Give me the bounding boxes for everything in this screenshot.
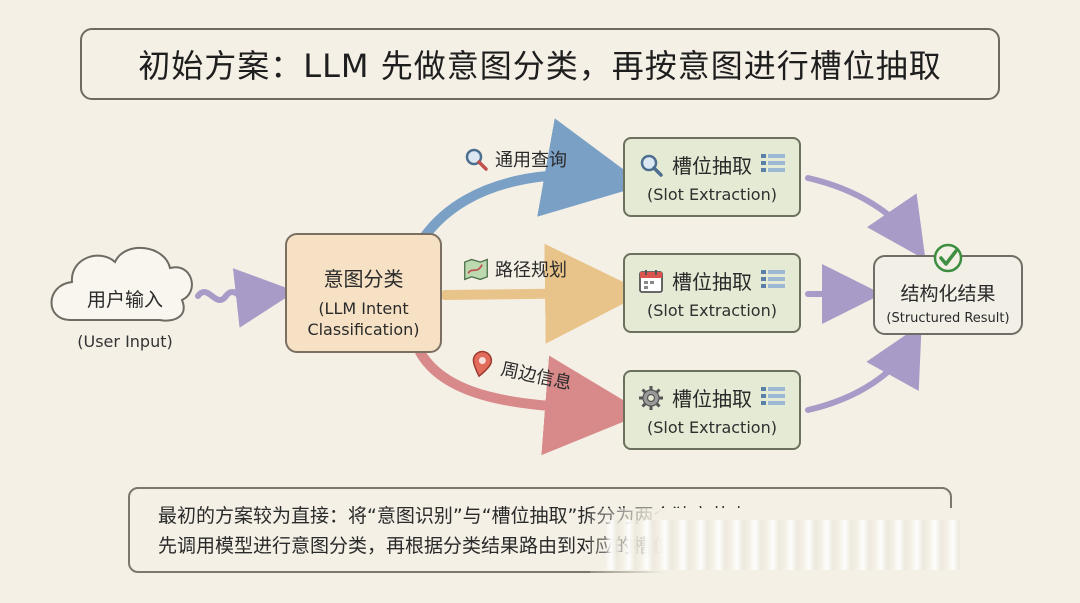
route-label-nearby: 周边信息 <box>467 348 574 395</box>
slot-label-2: 槽位抽取 <box>672 270 752 294</box>
search-icon <box>463 146 489 172</box>
route-text-general: 通用查询 <box>495 150 567 171</box>
calendar-icon <box>638 268 664 294</box>
list-icon <box>760 385 786 411</box>
map-icon <box>463 256 489 282</box>
list-icon <box>760 268 786 294</box>
input-sublabel: (User Input) <box>77 332 173 351</box>
search-icon <box>638 152 664 178</box>
slot-extraction-node-1: 槽位抽取 (Slot Extraction) <box>623 137 801 217</box>
gear-icon <box>638 385 664 411</box>
list-icon <box>760 152 786 178</box>
route-arrow-path <box>440 243 645 344</box>
intent-sub-line1: (LLM Intent <box>318 299 409 318</box>
input-to-intent-arrow <box>195 268 296 328</box>
result-sublabel: (Structured Result) <box>886 311 1010 326</box>
slot-sublabel-2: (Slot Extraction) <box>647 301 777 320</box>
slot-extraction-node-2: 槽位抽取 (Slot Extraction) <box>623 253 801 333</box>
fade-texture <box>605 520 960 570</box>
cloud-icon <box>50 246 193 322</box>
route-arrow-general <box>420 118 645 241</box>
diagram-title: 初始方案：LLM 先做意图分类，再按意图进行槽位抽取 <box>138 47 942 85</box>
intent-sub-line2: Classification) <box>307 320 420 339</box>
structured-result-node: 结构化结果 (Structured Result) <box>873 243 1023 335</box>
route-label-general: 通用查询 <box>463 146 567 172</box>
location-pin-icon <box>467 348 498 379</box>
result-label: 结构化结果 <box>900 283 996 305</box>
slot-to-result-arrow-1 <box>805 175 926 260</box>
slot-label-1: 槽位抽取 <box>672 154 752 178</box>
title-banner: 初始方案：LLM 先做意图分类，再按意图进行槽位抽取 <box>80 28 1000 100</box>
slot-sublabel-1: (Slot Extraction) <box>647 185 777 204</box>
slot-label-3: 槽位抽取 <box>672 387 752 411</box>
input-label: 用户输入 <box>86 289 163 311</box>
checkmark-icon <box>933 243 963 277</box>
route-arrow-nearby <box>415 347 645 456</box>
route-label-path: 路径规划 <box>463 256 567 282</box>
intent-classification-node: 意图分类 (LLM Intent Classification) <box>285 233 442 353</box>
route-text-path: 路径规划 <box>495 260 567 281</box>
slot-sublabel-3: (Slot Extraction) <box>647 418 777 437</box>
slot-to-result-arrow-3 <box>805 324 922 413</box>
intent-label: 意图分类 <box>323 267 404 291</box>
slot-extraction-node-3: 槽位抽取 (Slot Extraction) <box>623 370 801 450</box>
